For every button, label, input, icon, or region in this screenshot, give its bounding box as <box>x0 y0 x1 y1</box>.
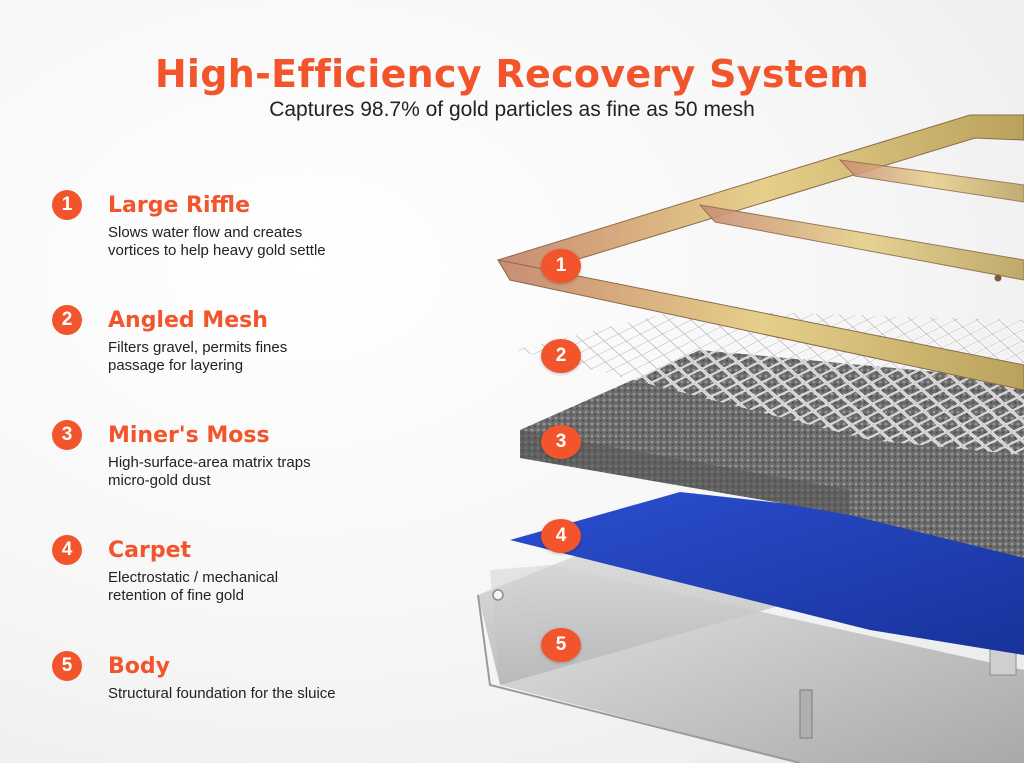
feature-title: Carpet <box>108 537 192 563</box>
feature-description: Structural foundation for the sluice <box>108 685 336 702</box>
feature-description: Slows water flow and creates vortices to… <box>108 224 326 259</box>
number-badge: 5 <box>52 651 82 681</box>
page-subtitle: Captures 98.7% of gold particles as fine… <box>269 98 755 121</box>
carpet-layer <box>510 492 1024 655</box>
feature-angled-mesh: 2 Angled Mesh Filters gravel, permits fi… <box>52 305 472 375</box>
feature-description: High-surface-area matrix traps micro-gol… <box>108 454 311 489</box>
sluice-layers-illustration <box>477 114 1024 763</box>
page-title: High-Efficiency Recovery System <box>154 52 870 96</box>
feature-title: Body <box>108 653 170 679</box>
number-badge: 1 <box>52 190 82 220</box>
feature-title: Angled Mesh <box>108 307 268 333</box>
layer-badge-carpet: 4 <box>541 519 581 553</box>
feature-title: Miner's Moss <box>108 422 270 448</box>
riffle-layer <box>496 114 1024 391</box>
mounting-bolt-icon <box>799 689 813 739</box>
feature-miners-moss: 3 Miner's Moss High-surface-area matrix … <box>52 420 472 490</box>
number-badge: 4 <box>52 535 82 565</box>
feature-title: Large Riffle <box>108 192 251 218</box>
layer-badge-body: 5 <box>541 628 581 662</box>
layer-badge-riffle: 1 <box>541 249 581 283</box>
layer-badge-mesh: 2 <box>541 339 581 373</box>
feature-body: 5 Body Structural foundation for the slu… <box>52 651 472 703</box>
feature-description: Electrostatic / mechanical retention of … <box>108 569 279 604</box>
layer-badge-moss: 3 <box>541 425 581 459</box>
feature-description: Filters gravel, permits fines passage fo… <box>108 339 288 374</box>
number-badge: 2 <box>52 305 82 335</box>
feature-carpet: 4 Carpet Electrostatic / mechanical rete… <box>52 535 472 605</box>
feature-large-riffle: 1 Large Riffle Slows water flow and crea… <box>52 190 472 260</box>
number-badge: 3 <box>52 420 82 450</box>
